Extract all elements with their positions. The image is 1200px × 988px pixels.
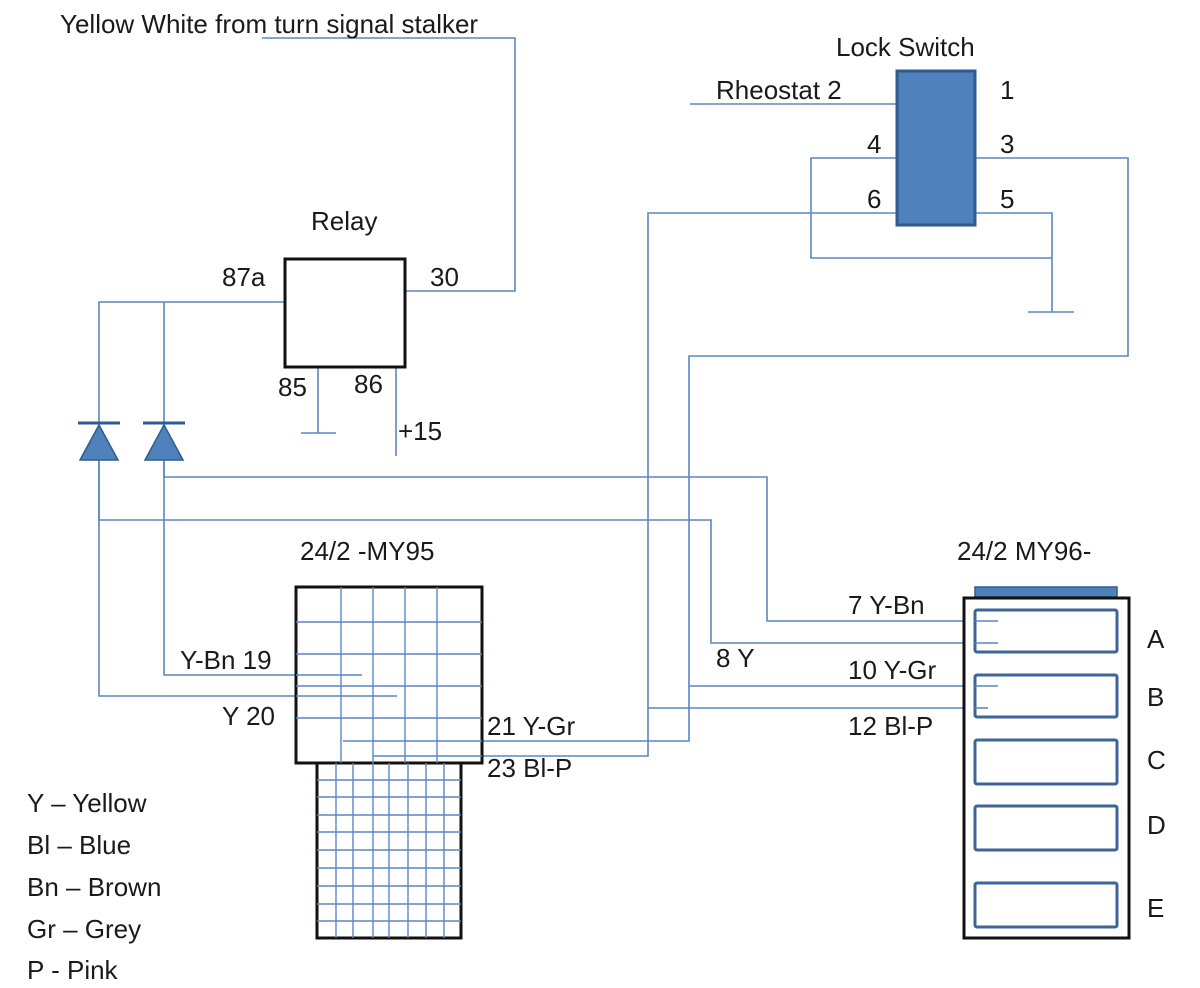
wire-label-8: 8 Y <box>716 643 755 673</box>
slot-b <box>973 673 1119 719</box>
switch-pin-4: 4 <box>867 129 881 159</box>
relay-title: Relay <box>311 206 377 236</box>
row-label-d: D <box>1147 810 1166 840</box>
wire-pin3 <box>343 157 1129 742</box>
row-label-e: E <box>1147 893 1164 923</box>
wire-pin6 <box>373 212 897 757</box>
rheostat-label: Rheostat 2 <box>716 75 842 105</box>
lock-switch-body <box>895 69 977 227</box>
relay-pin-30: 30 <box>430 262 459 292</box>
legend-item: Bn – Brown <box>27 872 161 902</box>
wire-label-23: 23 Bl-P <box>487 753 572 783</box>
lock-switch-title: Lock Switch <box>836 32 975 62</box>
legend-item: P - Pink <box>27 955 119 985</box>
connector-my96 <box>962 586 1131 940</box>
slot-c <box>973 738 1119 786</box>
wire-label-20: Y 20 <box>222 701 275 731</box>
switch-pin-3: 3 <box>1000 129 1014 159</box>
wire-label-7: 7 Y-Bn <box>848 590 925 620</box>
slot-e <box>973 881 1119 929</box>
legend-item: Gr – Grey <box>27 914 141 944</box>
connector-my95-title: 24/2 -MY95 <box>300 536 434 566</box>
wire-label-19: Y-Bn 19 <box>180 645 272 675</box>
row-label-b: B <box>1147 682 1164 712</box>
legend: Y – Yellow Bl – Blue Bn – Brown Gr – Gre… <box>27 788 161 985</box>
switch-pin-6: 6 <box>867 184 881 214</box>
source-label: Yellow White from turn signal stalker <box>60 9 478 39</box>
relay-pin-86: 86 <box>354 369 383 399</box>
diode-right <box>143 421 185 461</box>
slot-d <box>973 804 1119 852</box>
wires <box>98 37 1129 757</box>
legend-item: Bl – Blue <box>27 830 131 860</box>
plus15-label: +15 <box>398 416 442 446</box>
wire-label-10: 10 Y-Gr <box>848 655 937 685</box>
row-label-c: C <box>1147 745 1166 775</box>
connector-my95 <box>294 585 484 940</box>
row-label-a: A <box>1147 624 1165 654</box>
relay-box <box>283 257 407 369</box>
wire-pin5-ground <box>975 212 1053 312</box>
connector-my96-title: 24/2 MY96- <box>957 536 1091 566</box>
relay-pin-87a: 87a <box>222 262 266 292</box>
switch-pin-1: 1 <box>1000 75 1014 105</box>
wire-label-21: 21 Y-Gr <box>487 711 576 741</box>
diode-left <box>78 421 120 461</box>
wire-source-to-relay-30 <box>262 37 516 292</box>
slot-a <box>973 608 1119 654</box>
switch-pin-5: 5 <box>1000 184 1014 214</box>
wire-label-12: 12 Bl-P <box>848 711 933 741</box>
legend-item: Y – Yellow <box>27 788 147 818</box>
wire-relay-87a-to-diodes <box>98 301 287 425</box>
relay-pin-85: 85 <box>278 372 307 402</box>
wire-pin4-ground <box>810 157 1052 259</box>
